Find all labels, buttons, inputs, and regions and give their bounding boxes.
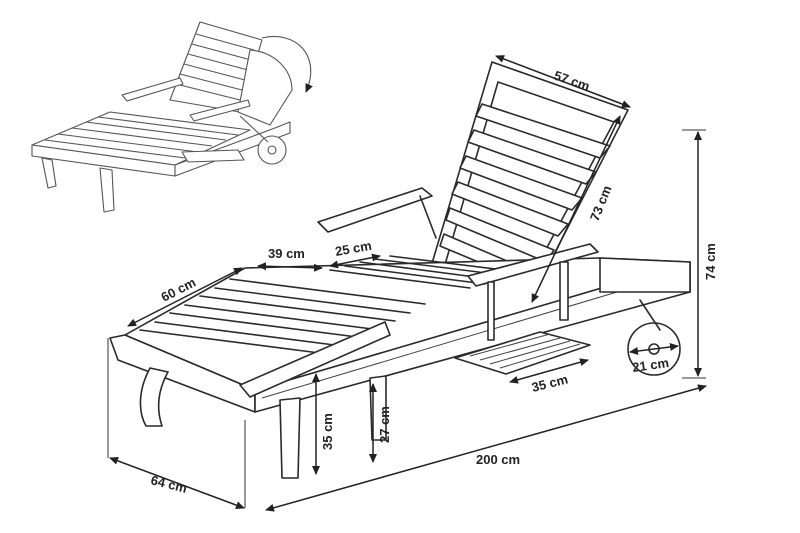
- inset-reclined-lounger: [31, 21, 313, 213]
- label-leg-height: 27 cm: [377, 406, 392, 443]
- label-total-height: 74 cm: [703, 243, 718, 280]
- label-armrest-width: 25 cm: [334, 238, 373, 259]
- label-seat-height: 35 cm: [320, 413, 335, 450]
- label-armrest-length: 39 cm: [268, 246, 305, 261]
- dimension-lines: [107, 55, 707, 512]
- rotation-arrow-icon: [261, 36, 313, 93]
- label-wheel-diameter: 21 cm: [631, 355, 670, 375]
- label-backrest-length: 73 cm: [587, 183, 615, 223]
- label-total-length: 200 cm: [476, 452, 520, 467]
- label-total-width: 64 cm: [149, 472, 188, 495]
